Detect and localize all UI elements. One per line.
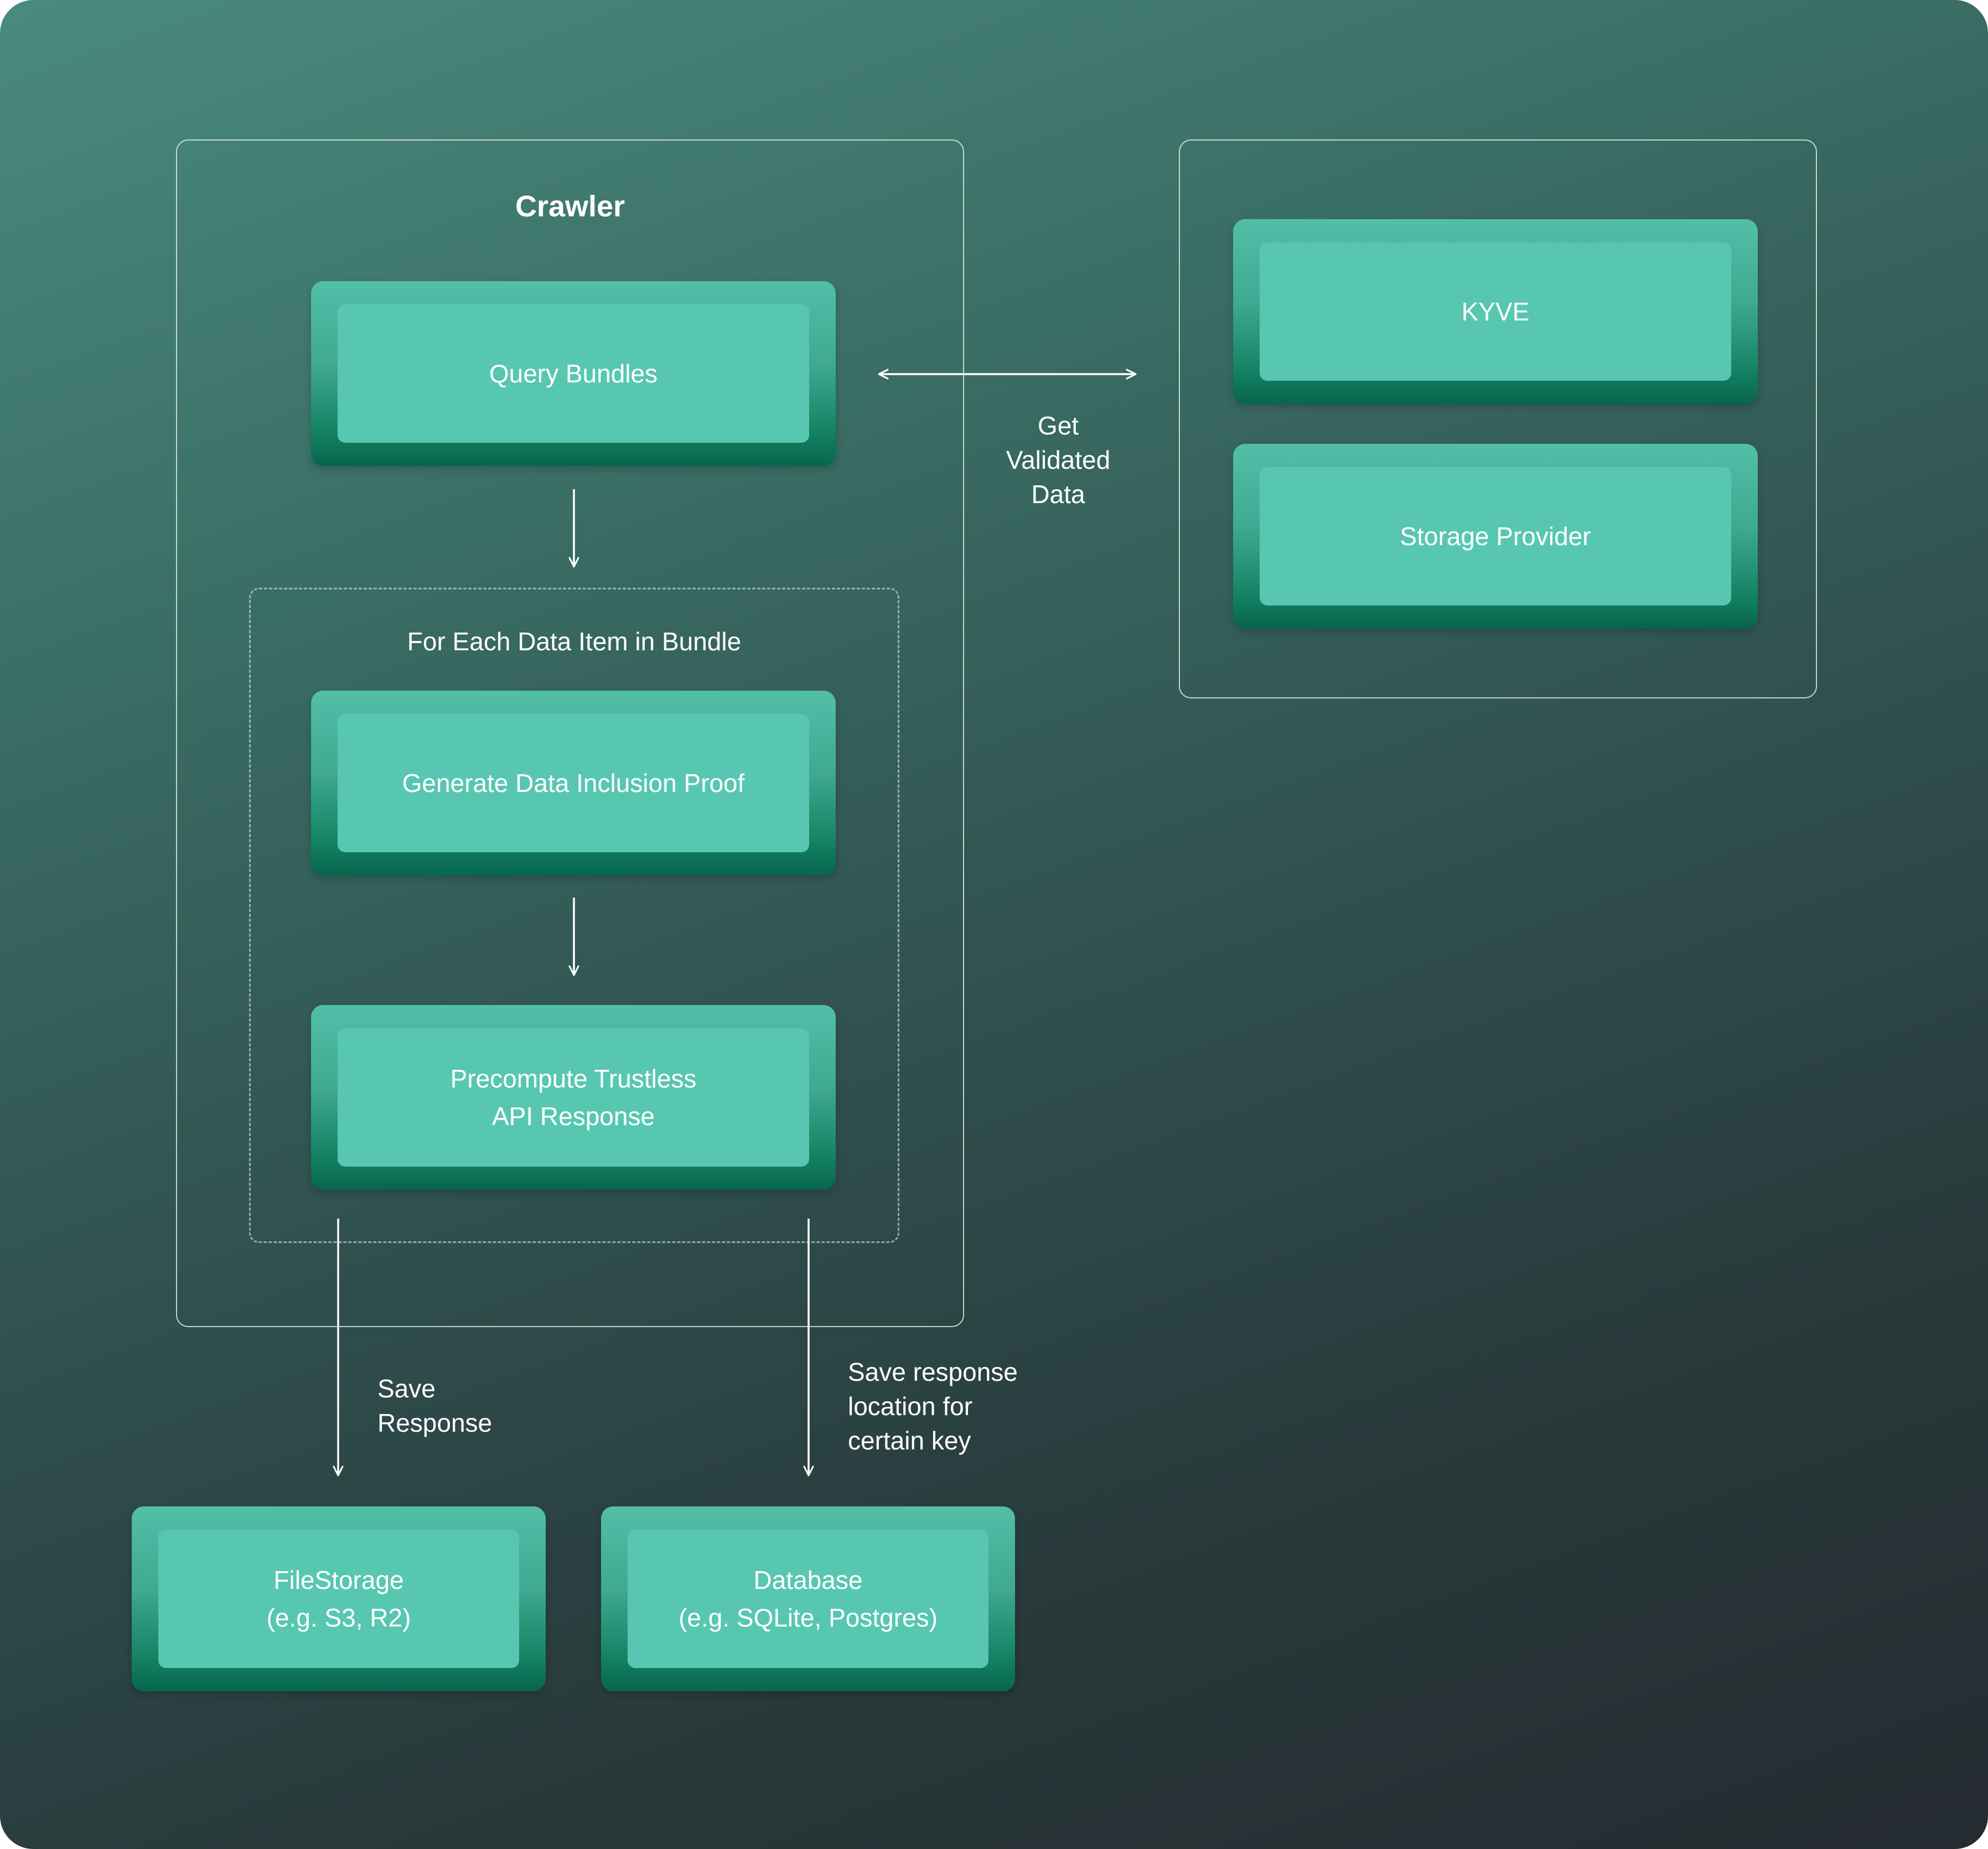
text-line: Precompute Trustless [450, 1064, 697, 1093]
text-line: FileStorage [273, 1566, 404, 1594]
text-line: Get [1037, 411, 1079, 440]
text-line: Data [1031, 480, 1085, 509]
text-line: certain key [848, 1426, 971, 1455]
node-file-storage: FileStorage (e.g. S3, R2) [132, 1506, 546, 1691]
node-storage-provider: Storage Provider [1233, 444, 1758, 629]
node-face: FileStorage (e.g. S3, R2) [158, 1530, 519, 1668]
crawler-frame [176, 139, 964, 1327]
text-line: Save response [848, 1358, 1018, 1386]
node-kyve: KYVE [1233, 219, 1758, 404]
text-line: (e.g. SQLite, Postgres) [679, 1603, 938, 1632]
node-query-bundles: Query Bundles [311, 281, 836, 466]
crawler-title: Crawler [515, 190, 625, 223]
node-face: Storage Provider [1260, 467, 1731, 605]
loop-label: For Each Data Item in Bundle [407, 627, 742, 656]
text-line: Storage Provider [1400, 522, 1591, 551]
text-line: Validated [1006, 446, 1111, 474]
text-line: Save [377, 1374, 436, 1403]
node-face: Database (e.g. SQLite, Postgres) [628, 1530, 988, 1668]
node-generate-data-inclusion-proof: Generate Data Inclusion Proof [311, 691, 836, 876]
text-line: Generate Data Inclusion Proof [402, 769, 745, 797]
text-line: (e.g. S3, R2) [266, 1603, 411, 1632]
loop-frame [249, 588, 899, 1243]
text-line: Response [377, 1408, 493, 1437]
text-line: location for [848, 1392, 973, 1421]
node-database: Database (e.g. SQLite, Postgres) [601, 1506, 1015, 1691]
text-line: KYVE [1461, 297, 1530, 326]
edge-label-save-location: Save response location for certain key [848, 1355, 1136, 1458]
text-line: API Response [491, 1102, 655, 1131]
node-face: KYVE [1260, 242, 1731, 381]
node-face: Query Bundles [338, 304, 809, 443]
external-services-frame [1179, 139, 1817, 698]
text-line: Database [753, 1566, 863, 1594]
node-face: Generate Data Inclusion Proof [338, 714, 809, 852]
text-line: Query Bundles [489, 359, 658, 388]
